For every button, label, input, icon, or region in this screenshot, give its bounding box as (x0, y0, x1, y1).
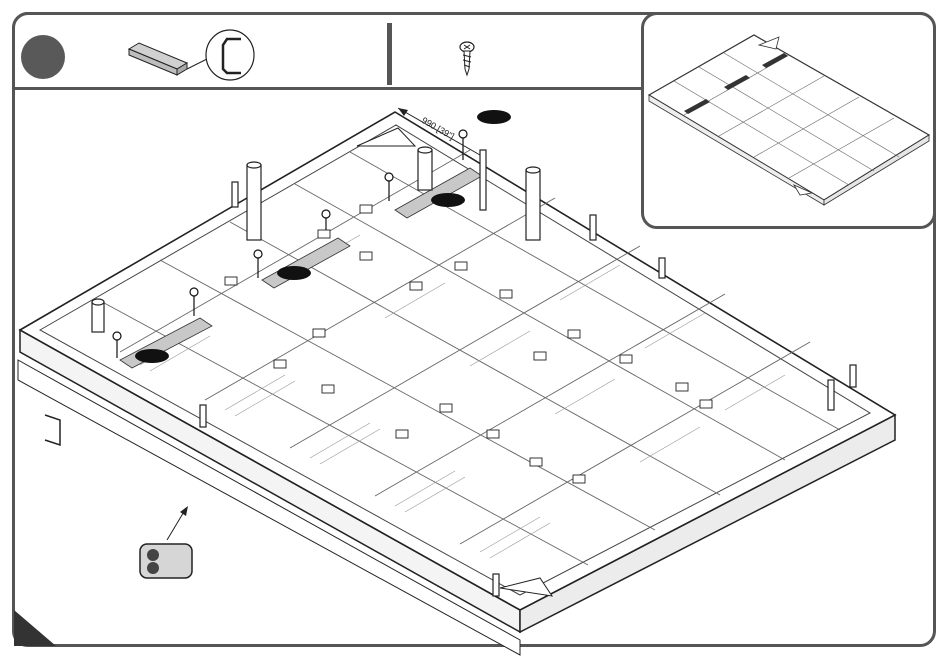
header-divider (387, 23, 392, 85)
marker-oval-1 (135, 349, 169, 363)
two-dot-direction-badge-icon (139, 543, 195, 581)
screw-icon (455, 39, 485, 89)
page-corner-mark (14, 610, 56, 646)
overview-frame-thumbnail (644, 15, 933, 226)
header-panel (12, 12, 672, 90)
marker-oval-4 (477, 110, 511, 124)
step-number-circle (21, 35, 65, 79)
marker-oval-2 (277, 266, 311, 280)
orientation-arrow-line (167, 510, 185, 540)
overview-inset (641, 12, 936, 229)
side-clip (45, 415, 60, 445)
aluminium-c-channel-icon (115, 15, 375, 93)
marker-oval-3 (431, 193, 465, 207)
orientation-arrow-head (180, 506, 188, 516)
